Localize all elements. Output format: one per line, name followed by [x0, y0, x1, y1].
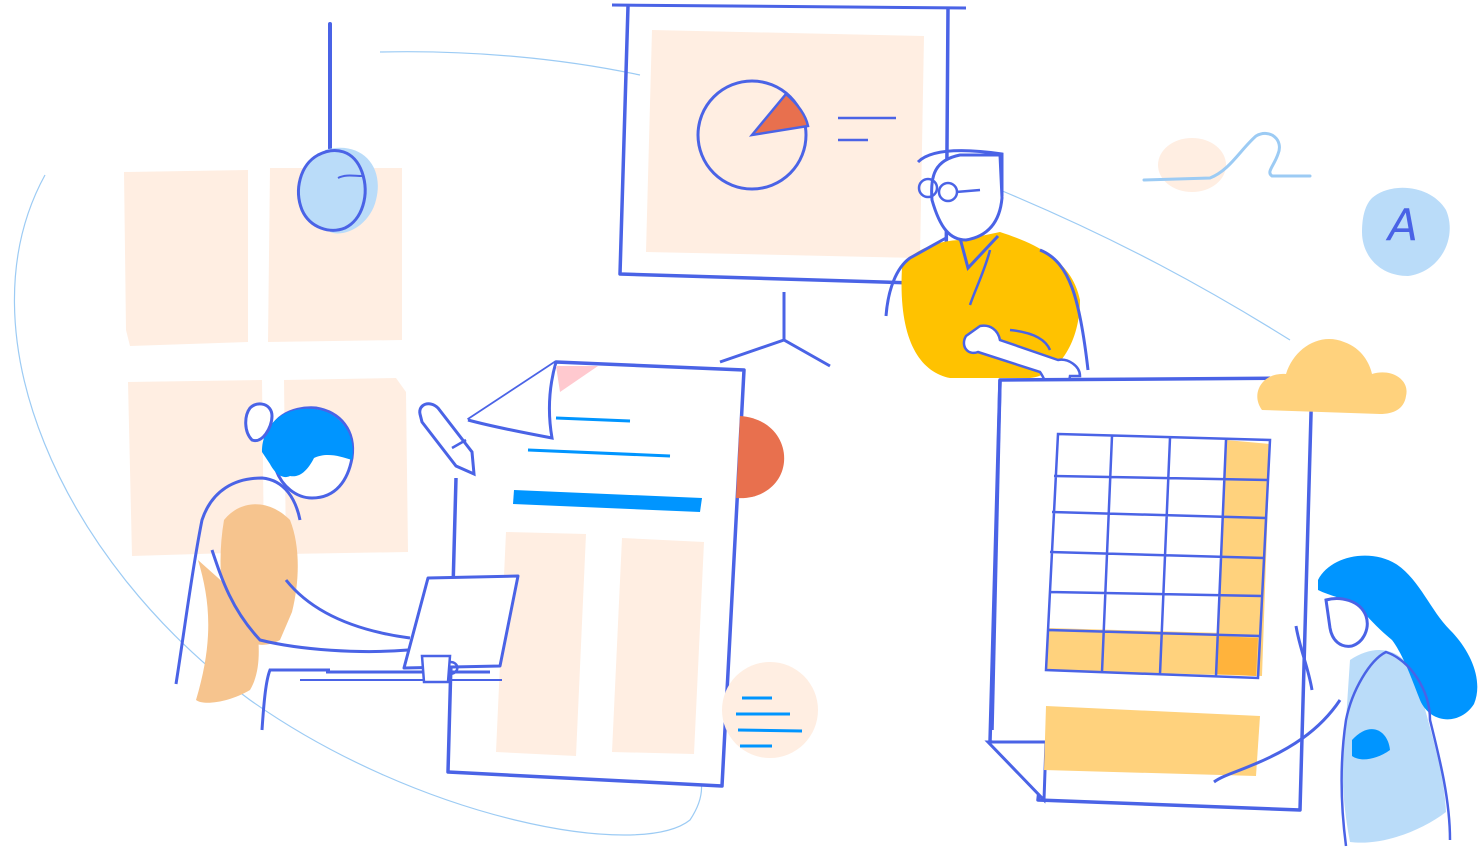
sheet-footer-bar	[1044, 706, 1260, 776]
woman-hair-bun	[244, 402, 274, 443]
window-pane-bottom-left	[128, 380, 264, 556]
document-fold-pink	[556, 366, 598, 392]
laptop-screen	[402, 574, 520, 670]
lamp-bulb	[297, 149, 367, 232]
woman-with-long-hair	[1213, 555, 1478, 847]
man-back-outline	[1039, 248, 1090, 371]
table-highlight-cell	[1216, 636, 1258, 676]
squiggle-decoration	[1142, 131, 1312, 192]
glasses-lens-left	[917, 177, 939, 199]
coffee-cup-handle	[448, 660, 459, 676]
sheet-corner-fold	[984, 740, 1048, 804]
document-fold	[467, 361, 558, 440]
woman-right-outline	[1340, 650, 1452, 847]
document-column-left	[496, 532, 586, 756]
woman-leg	[260, 668, 330, 731]
glasses-arm	[955, 188, 981, 194]
man-body-outline	[884, 236, 947, 317]
pencil-band	[451, 438, 467, 450]
avatar-bubble: A	[1362, 187, 1450, 276]
notes-bubble-circle	[722, 662, 818, 758]
woman-right-face	[1324, 597, 1369, 648]
document-line-2	[527, 448, 671, 458]
squiggle-line	[1142, 131, 1312, 182]
woman-right-arm-upper	[1294, 625, 1314, 691]
man-shirt	[901, 232, 1080, 378]
woman-right-hair	[1318, 555, 1478, 720]
woman-right-arm	[1213, 699, 1342, 784]
woman-at-laptop	[174, 402, 520, 731]
spreadsheet-sheet	[984, 376, 1314, 812]
sheet-left-edge	[990, 379, 1002, 731]
document-heading-bar	[513, 490, 702, 512]
pie-chart-slice	[748, 92, 810, 137]
woman-forearm	[284, 579, 411, 640]
chair-back	[196, 560, 259, 703]
man-collar	[958, 234, 1000, 271]
man-hair	[916, 149, 1004, 196]
hanging-lamp	[297, 22, 378, 234]
orbit-line-right	[999, 189, 1291, 341]
notes-bubble	[722, 662, 818, 758]
man-hand	[1009, 328, 1052, 351]
window-pane-top-left	[124, 170, 248, 346]
orbit-line	[13, 174, 703, 836]
man-shirt-fold	[968, 249, 992, 306]
red-semicircle	[736, 416, 785, 499]
man-with-wrench	[884, 149, 1090, 403]
woman-hair	[262, 408, 353, 478]
man-head	[930, 153, 1004, 242]
pencil-icon	[418, 402, 476, 477]
woman-right-shoulder-shade	[1352, 729, 1390, 760]
avatar-letter: A	[1385, 200, 1418, 251]
document-column-right	[612, 538, 704, 754]
pie-chart-circle	[696, 79, 808, 191]
board-frame	[618, 5, 950, 286]
document-line-1	[555, 416, 631, 423]
document-sheet	[418, 360, 746, 788]
peach-blob	[1158, 138, 1226, 192]
notes-line-3	[737, 728, 803, 733]
presentation-board	[611, 3, 967, 368]
window	[124, 168, 408, 556]
board-screen	[646, 30, 924, 258]
woman-torso	[220, 504, 298, 645]
avatar-bubble-circle	[1362, 187, 1450, 276]
woman-arm	[210, 549, 409, 654]
lamp-highlight	[337, 174, 363, 179]
coffee-cup	[420, 654, 452, 684]
cloud-icon	[1257, 338, 1407, 414]
board-top-bar	[611, 3, 967, 10]
woman-back-outline	[174, 476, 302, 685]
board-stand-legs	[719, 338, 831, 368]
table-grid	[1044, 432, 1272, 680]
table-highlight-row	[1046, 628, 1260, 676]
orbit-line-top	[379, 51, 641, 76]
